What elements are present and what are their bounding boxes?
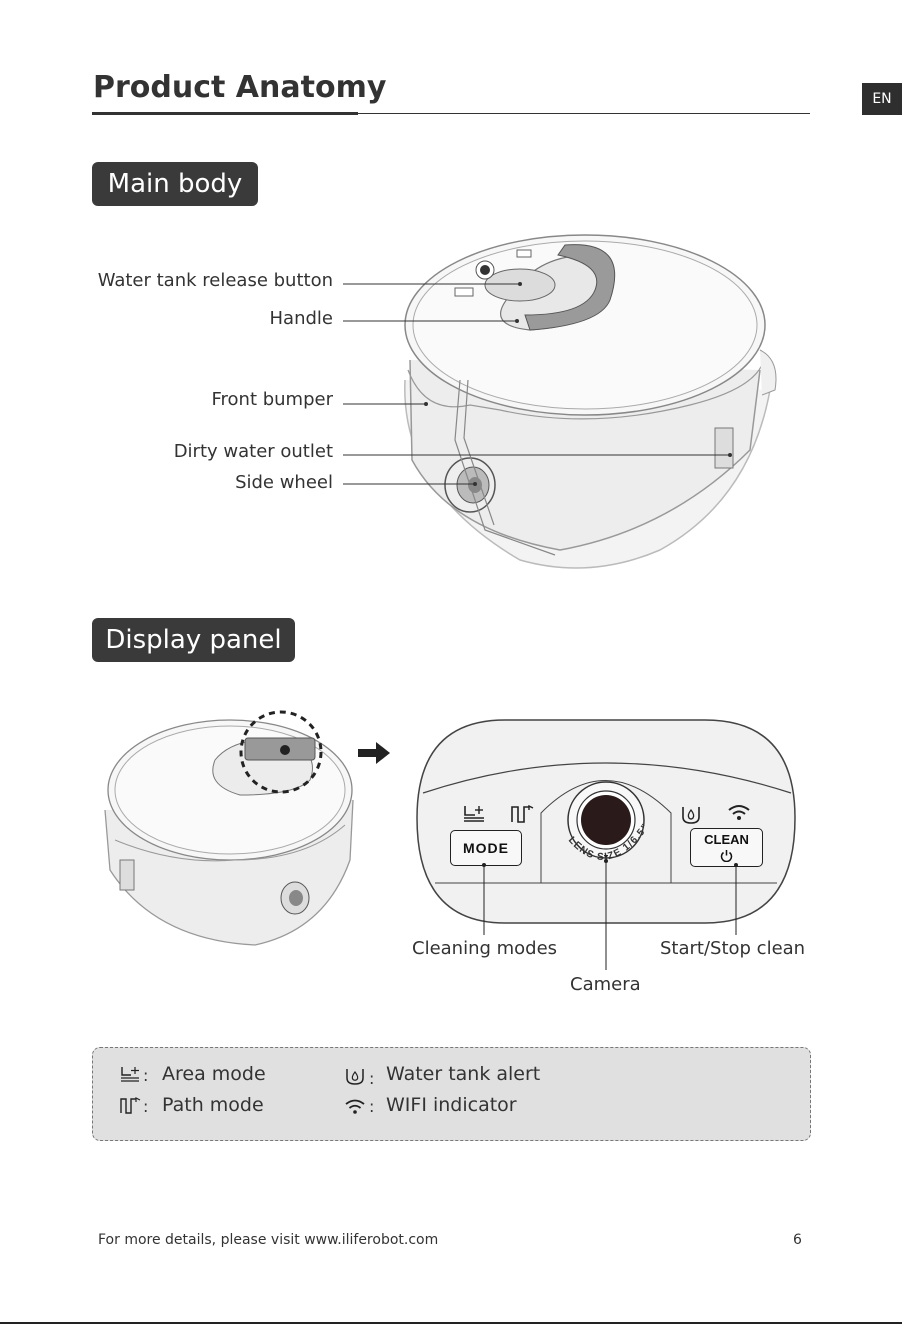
title-rule (92, 113, 810, 114)
legend-area-mode-label: Area mode (162, 1063, 266, 1085)
path-mode-icon (510, 804, 536, 824)
legend-colon: : (369, 1097, 374, 1116)
callout-side-wheel: Side wheel (235, 472, 333, 493)
legend-colon: : (143, 1097, 148, 1116)
robot-small-illustration (95, 700, 365, 950)
area-mode-icon (462, 804, 486, 824)
legend-path-mode-icon (120, 1097, 142, 1114)
clean-button-label: CLEAN (691, 832, 762, 847)
callout-camera: Camera (570, 974, 641, 995)
section-label-main-body: Main body (92, 162, 258, 206)
legend-path-mode-label: Path mode (162, 1094, 264, 1116)
footer-text: For more details, please visit www.ilife… (98, 1232, 438, 1248)
callout-start-stop: Start/Stop clean (660, 938, 805, 959)
legend-wifi-label: WIFI indicator (386, 1094, 517, 1116)
wifi-icon (727, 804, 751, 822)
callout-front-bumper: Front bumper (211, 389, 333, 410)
page-number: 6 (793, 1232, 802, 1248)
callout-water-tank-release: Water tank release button (98, 270, 333, 291)
legend-colon: : (143, 1066, 148, 1085)
legend-wifi-icon (344, 1099, 366, 1115)
callout-dirty-water-outlet: Dirty water outlet (174, 441, 333, 462)
arrow-right-icon (358, 742, 392, 764)
legend-water-tank-icon (345, 1066, 365, 1086)
callout-cleaning-modes: Cleaning modes (412, 938, 557, 959)
callout-lines-main (340, 270, 740, 500)
language-tab: EN (862, 83, 902, 115)
page-title: Product Anatomy (93, 70, 386, 105)
water-tank-icon (680, 803, 702, 825)
legend-colon: : (369, 1069, 374, 1088)
section-label-display-panel: Display panel (92, 618, 295, 662)
callout-handle: Handle (270, 308, 333, 329)
legend-area-mode-icon (120, 1066, 140, 1083)
legend-water-tank-label: Water tank alert (386, 1063, 540, 1085)
